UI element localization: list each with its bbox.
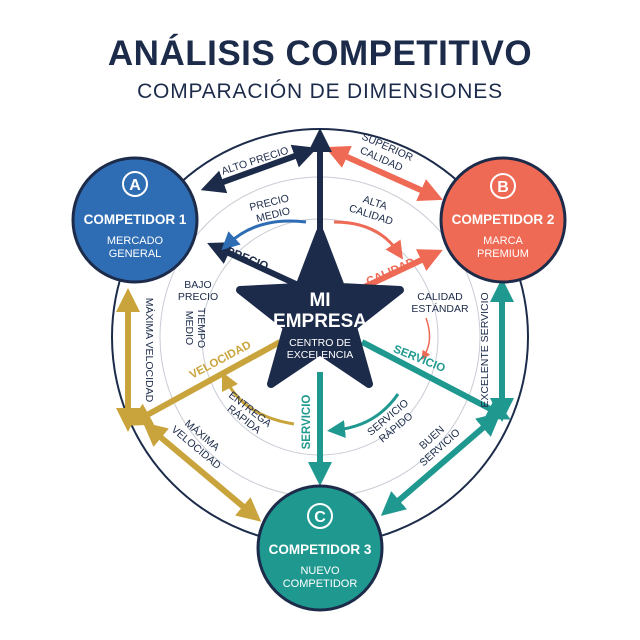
level-calidad-estandar-1: CALIDAD (417, 291, 463, 303)
spoke-precio (207, 242, 300, 288)
dimension-servicio-label-down: SERVICIO (301, 395, 313, 450)
page-subtitle: COMPARACIÓN DE DIMENSIONES (137, 80, 503, 103)
arrow-buen-servicio (380, 412, 502, 516)
center-sub-2: EXCELENCIA (287, 349, 354, 361)
competitor-2-desc-1: MARCA (483, 235, 523, 247)
competitor-3-desc-1: NUEVO (300, 565, 340, 577)
level-maxima-velocidad-left: MÁXIMA VELOCIDAD (143, 298, 156, 403)
spoke-velocidad (127, 339, 282, 426)
spoke-servicio-right (360, 339, 511, 420)
arc-alta-calidad (333, 220, 403, 260)
center-star (236, 228, 404, 388)
level-tiempo-medio-2: MEDIO (183, 311, 195, 345)
badge-a-icon (122, 171, 148, 197)
badge-c-icon (307, 503, 333, 529)
page-title: ANÁLISIS COMPETITIVO (107, 34, 533, 73)
center-sub-1: CENTRO DE (289, 337, 351, 349)
competitor-3: C COMPETIDOR 3 NUEVO COMPETIDOR (256, 484, 384, 612)
competitor-1-desc-1: MERCADO (107, 235, 164, 247)
competitor-3-name: COMPETIDOR 3 (269, 542, 372, 557)
competitor-1-desc-2: GENERAL (109, 248, 162, 260)
competitor-2: B COMPETIDOR 2 MARCA PREMIUM (439, 156, 567, 284)
arrow-maxima-velocidad-bottom (142, 422, 262, 522)
arrow-alto-precio (200, 144, 318, 194)
badge-b-icon (490, 173, 516, 199)
dimension-precio-label: PRECIO (224, 245, 269, 273)
competitor-2-letter: B (497, 179, 509, 196)
level-tiempo-medio-1: TIEMPO (195, 308, 207, 348)
competitor-1: A COMPETIDOR 1 MERCADO GENERAL (71, 156, 199, 284)
arc-precio-medio (221, 219, 307, 251)
competitor-1-name: COMPETIDOR 1 (84, 212, 187, 227)
competitor-2-name: COMPETIDOR 2 (452, 212, 555, 227)
level-bajo-precio-1: BAJO (184, 279, 211, 291)
competitor-3-letter: C (314, 509, 326, 526)
dimension-calidad-label: CALIDAD (365, 256, 417, 288)
competitor-2-desc-2: PREMIUM (477, 248, 529, 260)
level-bajo-precio-2: PRECIO (178, 291, 218, 303)
spoke-calidad (356, 249, 443, 293)
center-title-1: MI (309, 290, 330, 311)
arc-entrega-rapida (221, 371, 295, 426)
competitor-1-letter: A (129, 177, 141, 194)
level-excelente-servicio: EXCELENTE SERVICIO (479, 292, 491, 407)
arrow-superior-calidad (325, 145, 443, 202)
center-title-2: EMPRESA (273, 311, 367, 332)
arc-servicio-rapido (327, 393, 400, 439)
level-calidad-estandar-2: ESTÁNDAR (411, 302, 469, 315)
arc-calidad-estandar (421, 317, 431, 360)
competitor-3-desc-2: COMPETIDOR (283, 578, 358, 590)
